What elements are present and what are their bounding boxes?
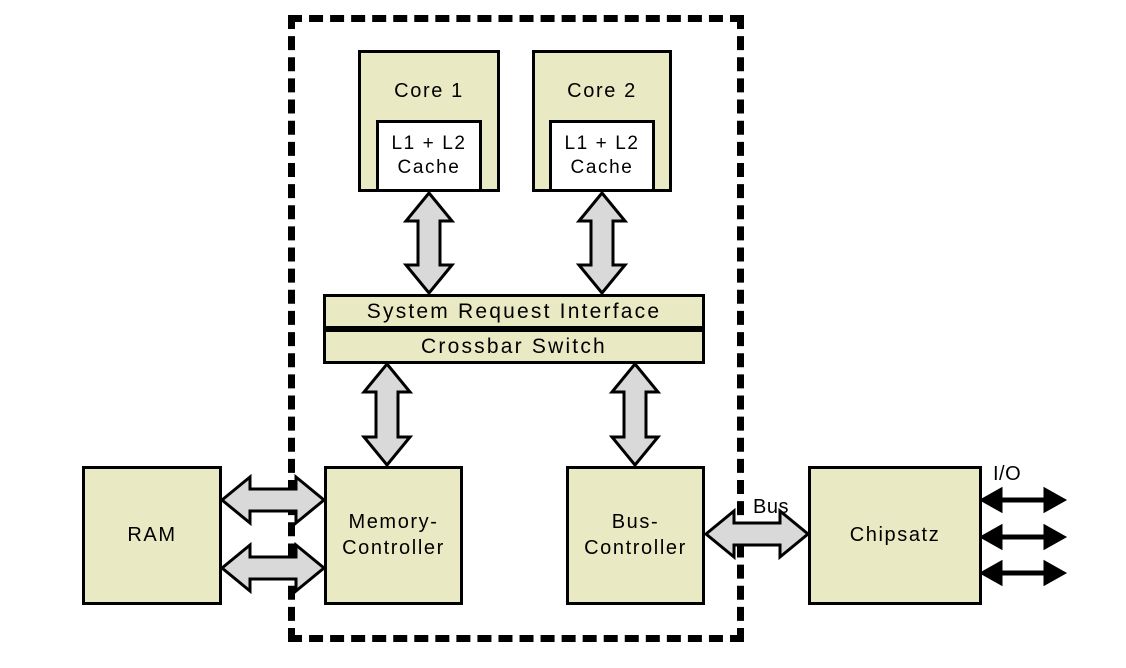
io-arrow-head-2-left <box>978 523 1003 551</box>
cache-2-label-line1: L1 + L2 <box>564 132 640 154</box>
io-arrow-head-1-left <box>978 486 1003 514</box>
memory-controller-label-line2: Controller <box>342 536 445 559</box>
bus-controller-label-line1: Bus- <box>611 510 660 533</box>
cache-1-label-line1: L1 + L2 <box>391 132 467 154</box>
core-2-label: Core 2 <box>567 80 637 102</box>
ram-label: RAM <box>127 523 177 546</box>
arrow-crossbar-to-bus-controller <box>608 361 662 468</box>
bus-controller-label-line2: Controller <box>584 536 687 559</box>
block-ram[interactable]: RAM <box>82 466 222 605</box>
io-arrow-head-1-right <box>1043 486 1068 514</box>
arrow-ram-memory-lower <box>219 541 327 595</box>
crossbar-switch-label: Crossbar Switch <box>421 334 607 358</box>
block-cache-core-1[interactable]: L1 + L2 Cache <box>376 120 482 192</box>
arrow-core1-to-sri <box>402 190 456 296</box>
arrow-crossbar-to-memory-controller <box>360 361 414 468</box>
block-chipset[interactable]: Chipsatz <box>808 466 982 605</box>
io-arrow-head-3-right <box>1043 559 1068 587</box>
cache-2-label-line2: Cache <box>570 157 634 178</box>
block-system-request-interface[interactable]: System Request Interface <box>323 294 705 329</box>
io-arrow-head-3-left <box>978 559 1003 587</box>
memory-controller-label-line1: Memory- <box>348 510 439 533</box>
core-1-label: Core 1 <box>394 80 464 102</box>
block-bus-controller[interactable]: Bus- Controller <box>566 466 705 605</box>
block-memory-controller[interactable]: Memory- Controller <box>324 466 463 605</box>
io-connector-label: I/O <box>993 463 1022 485</box>
arrow-ram-memory-upper <box>219 473 327 527</box>
system-request-interface-label: System Request Interface <box>366 299 662 323</box>
chipset-label: Chipsatz <box>849 523 941 546</box>
arrow-core2-to-sri <box>575 190 629 296</box>
bus-connector-label: Bus <box>753 496 789 518</box>
block-crossbar-switch[interactable]: Crossbar Switch <box>323 329 705 364</box>
cache-1-label-line2: Cache <box>397 157 461 178</box>
io-arrow-head-2-right <box>1043 523 1068 551</box>
block-cache-core-2[interactable]: L1 + L2 Cache <box>549 120 655 192</box>
cpu-die-boundary <box>288 15 744 642</box>
